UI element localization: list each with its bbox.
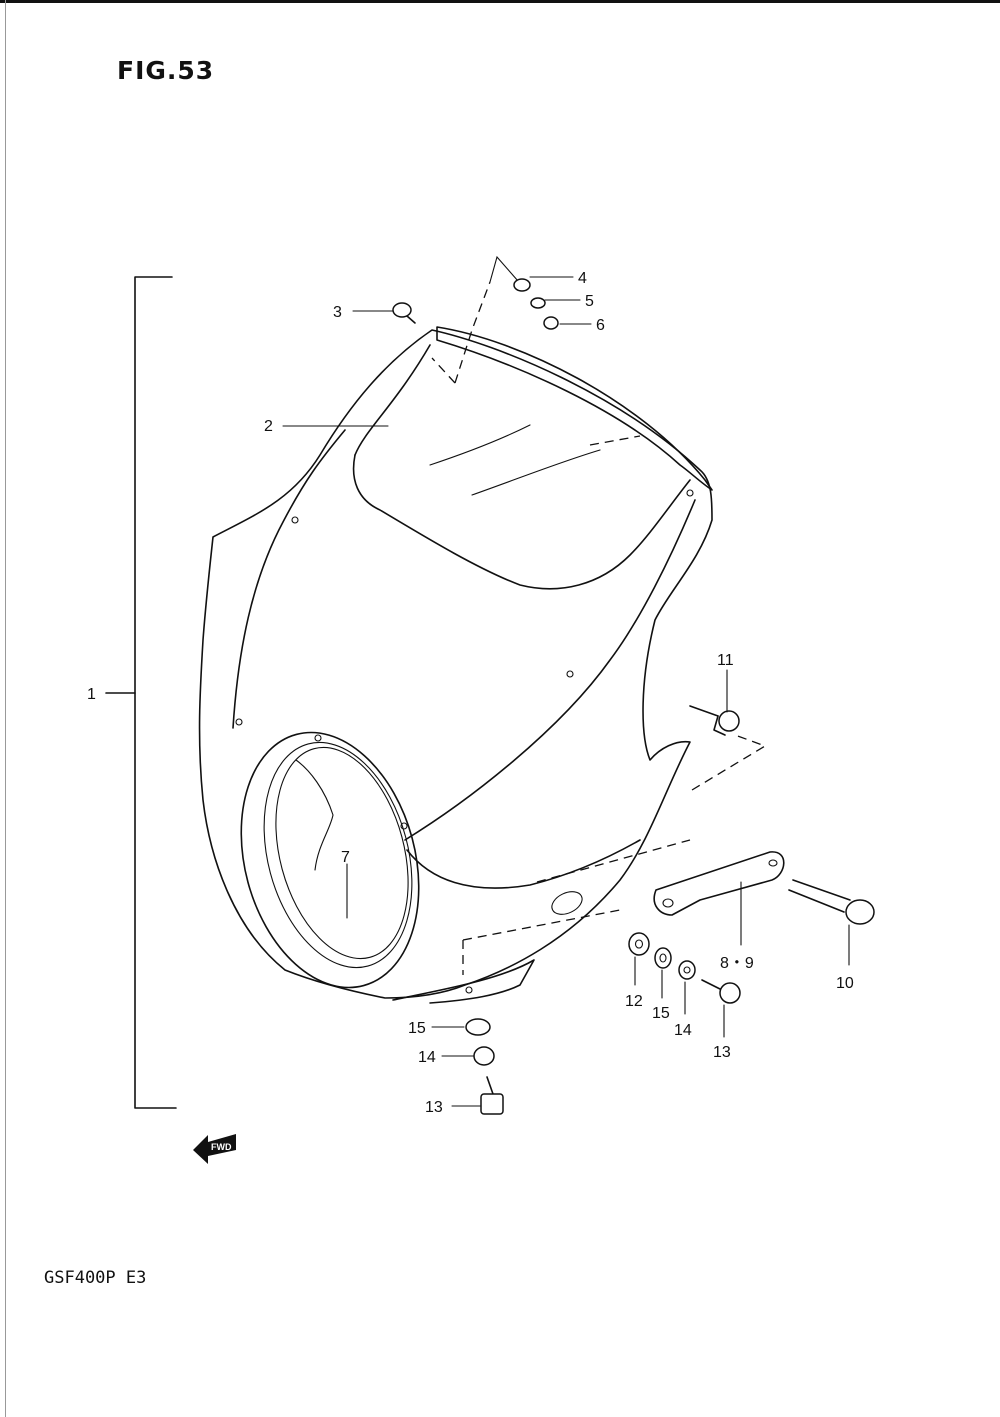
nut-group-4-5-6 xyxy=(513,278,559,330)
callout-labels: 1 2 3 4 5 6 7 8・9 10 11 12 13 13 14 14 1… xyxy=(87,270,854,1116)
sheet-left-edge xyxy=(5,0,6,1417)
callout-3: 3 xyxy=(333,304,342,321)
model-code: GSF400P E3 xyxy=(44,1268,147,1288)
headlight-rim xyxy=(240,731,420,989)
fwd-arrow-icon: FWD xyxy=(193,1134,236,1164)
bolt-11 xyxy=(689,705,740,736)
callout-2: 2 xyxy=(264,418,273,435)
headlight-cowl xyxy=(198,329,767,1004)
callout-11: 11 xyxy=(717,652,734,669)
callout-4: 4 xyxy=(578,270,587,287)
callout-10: 10 xyxy=(836,975,854,992)
callout-12: 12 xyxy=(625,993,643,1010)
callout-1: 1 xyxy=(87,686,96,703)
callout-13-lower: 13 xyxy=(425,1099,443,1116)
figure-title: FIG.53 xyxy=(117,56,215,85)
sheet-top-edge xyxy=(0,0,1000,3)
callout-15-lower: 15 xyxy=(408,1020,426,1037)
callout-13-right: 13 xyxy=(713,1044,731,1061)
callout-15-right: 15 xyxy=(652,1005,670,1022)
leader-lines xyxy=(282,276,850,1107)
mounting-bracket-8-9 xyxy=(653,851,785,916)
screw-3 xyxy=(392,302,416,324)
callout-6: 6 xyxy=(596,317,605,334)
callout-14-right: 14 xyxy=(674,1022,692,1039)
callout-14-lower: 14 xyxy=(418,1049,436,1066)
windscreen xyxy=(352,255,713,590)
assembly-bracket xyxy=(105,276,177,1109)
callout-7: 7 xyxy=(341,849,350,866)
callout-8-9: 8・9 xyxy=(720,955,754,972)
bolt-10 xyxy=(788,879,875,925)
fwd-label: FWD xyxy=(211,1142,232,1152)
callout-5: 5 xyxy=(585,293,594,310)
lower-fasteners xyxy=(465,1018,504,1115)
side-fasteners xyxy=(628,932,741,1004)
